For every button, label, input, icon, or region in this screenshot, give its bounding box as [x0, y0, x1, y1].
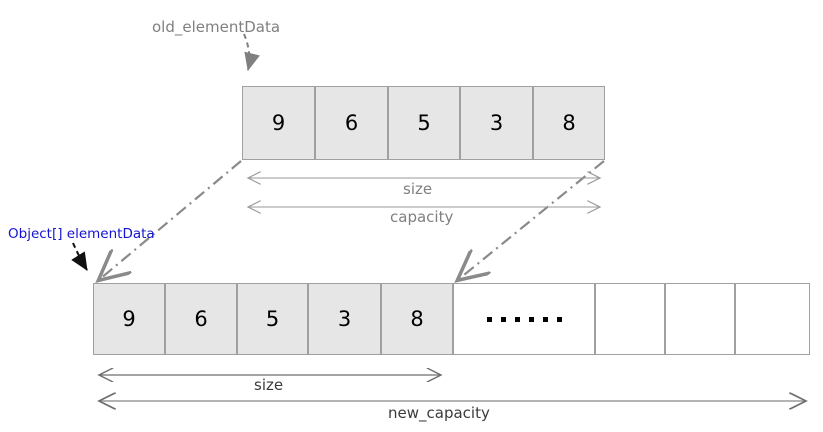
element-data-label: Object[] elementData	[8, 226, 155, 242]
old-array-cell-0: 9	[242, 86, 315, 160]
new-array-cell-4: 8	[381, 283, 453, 355]
new-capacity-label: new_capacity	[388, 404, 490, 422]
old-capacity-label: capacity	[390, 208, 454, 226]
old-array-cell-3: 3	[460, 86, 533, 160]
new-array-cell-0: 9	[93, 283, 165, 355]
new-array-empty-cell-0	[595, 283, 665, 355]
old-size-label: size	[403, 180, 433, 198]
right-growth-connector	[459, 160, 605, 279]
old-element-data-label: old_elementData	[152, 18, 281, 36]
old-array-cell-2: 5	[388, 86, 460, 160]
new-array-cell-3: 3	[308, 283, 381, 355]
old-array-cell-1: 6	[315, 86, 388, 160]
element-data-pointer	[71, 242, 88, 271]
new-array-cell-1: 6	[165, 283, 237, 355]
new-array-ellipsis-cell	[453, 283, 595, 355]
new-array-empty-cell-1	[665, 283, 735, 355]
left-growth-connector	[100, 160, 242, 279]
ellipsis-dots	[486, 316, 562, 322]
old-element-data-pointer	[243, 33, 260, 71]
new-array-cell-2: 5	[237, 283, 308, 355]
new-array-empty-cell-2	[735, 283, 810, 355]
old-array-cell-4: 8	[533, 86, 605, 160]
new-size-label: size	[254, 376, 284, 394]
